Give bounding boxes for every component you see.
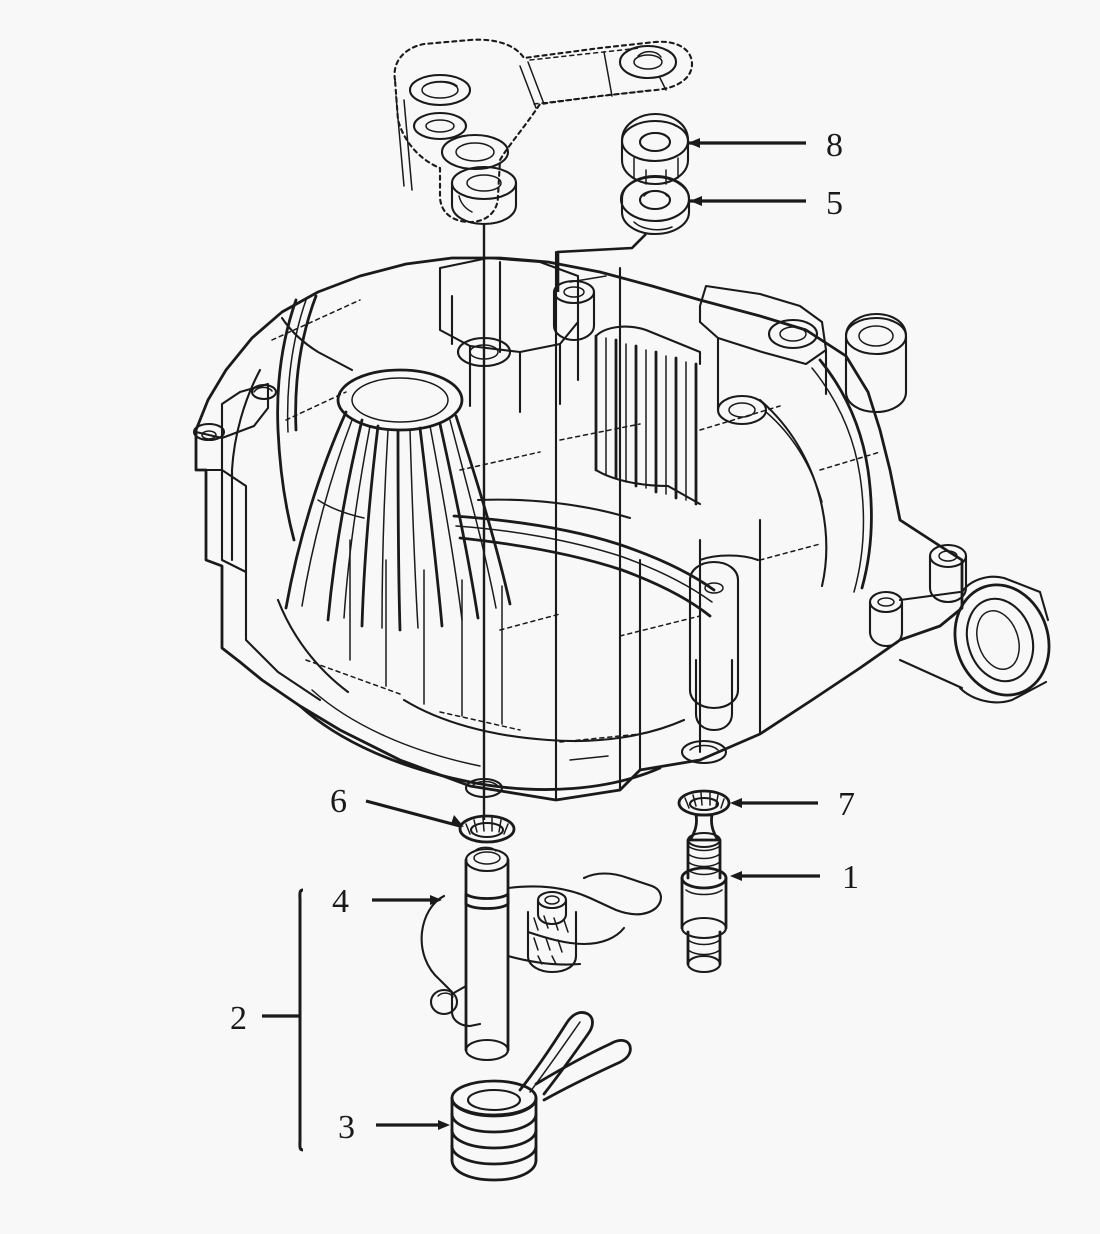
callout-1: 1 xyxy=(730,859,859,896)
callout-number-3: 3 xyxy=(338,1109,355,1146)
selector-lever-three-arm xyxy=(393,38,694,226)
callout-8: 8 xyxy=(688,127,843,164)
callout-number-8: 8 xyxy=(826,127,843,164)
coil-return-spring-part xyxy=(450,1011,632,1182)
callout-number-4: 4 xyxy=(332,883,349,920)
washer-assembly-leader xyxy=(556,233,647,292)
callout-number-1: 1 xyxy=(842,859,859,896)
callout-2: 2 xyxy=(230,888,304,1152)
callout-4: 4 xyxy=(332,883,442,920)
callout-layer: 8 5 6 7 1 4 xyxy=(230,127,859,1152)
lock-washer-upper-part xyxy=(458,814,516,844)
lock-washer-lower-part xyxy=(677,789,731,817)
callout-6: 6 xyxy=(330,783,464,828)
callout-number-6: 6 xyxy=(330,783,347,820)
callout-3: 3 xyxy=(338,1109,450,1146)
selector-shaft-plunger-part xyxy=(680,813,728,974)
callout-number-5: 5 xyxy=(826,185,843,222)
flat-washer-part xyxy=(619,174,691,236)
callout-number-2: 2 xyxy=(230,1000,247,1037)
callout-7: 7 xyxy=(730,786,855,823)
group-bracket xyxy=(298,888,304,1152)
callout-5: 5 xyxy=(690,185,843,222)
transaxle-case-housing xyxy=(192,250,1051,802)
callout-number-7: 7 xyxy=(838,786,855,823)
shift-selector-arm-part xyxy=(420,846,662,1062)
